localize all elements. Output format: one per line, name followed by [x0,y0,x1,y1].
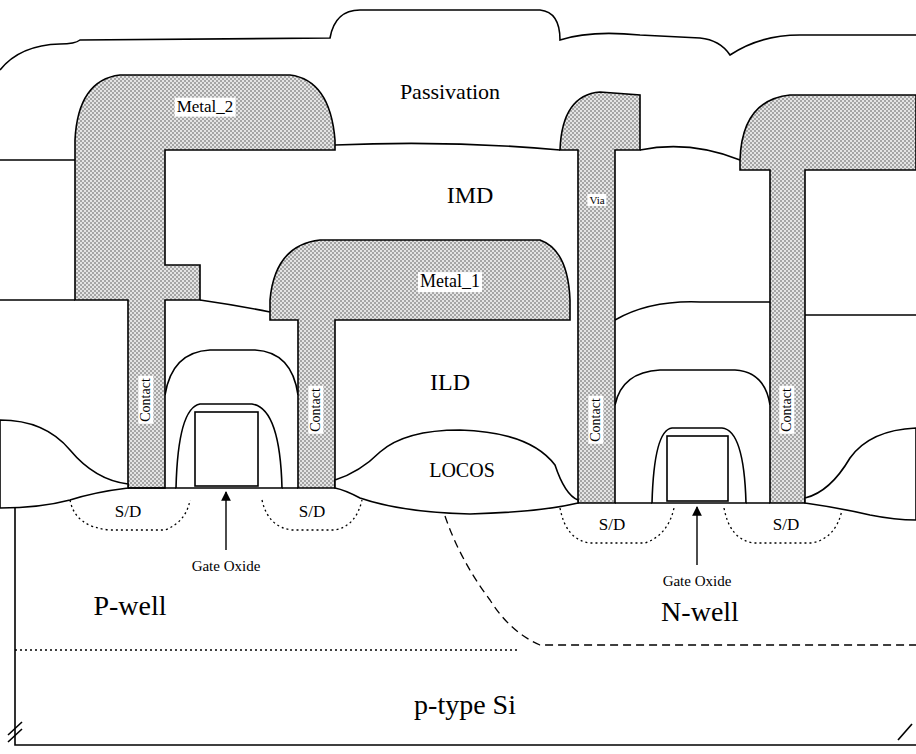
layer-label: Passivation [398,80,502,104]
contact-label: Contact [138,376,153,424]
break-mark [898,724,912,740]
sd-junction [70,500,190,530]
layer-label: Metal_2 [175,98,236,117]
passivation-surface [0,10,916,70]
locos-oxide [0,420,128,508]
well-label: N-well [659,597,741,628]
region-label: S/D [771,516,801,535]
ild-conformal [165,350,298,395]
contact-label: Contact [588,396,603,444]
via-label: Via [587,194,606,206]
well-label: P-well [91,591,168,622]
layer-label: IMD [445,182,496,208]
substrate-label: p-type Si [412,690,518,721]
p-well-boundary [15,649,520,650]
layer-boundary [640,147,740,160]
callout-label: Gate Oxide [661,573,734,590]
gate-spacer [176,404,282,488]
layer-boundary [0,299,75,301]
contact-label: Contact [779,386,794,434]
layer-boundary [615,302,770,320]
break-mark [8,722,22,742]
callout-label: Gate Oxide [190,558,263,575]
silicon-surface [128,488,770,503]
layer-label: ILD [428,369,472,395]
layer-boundary [200,300,270,312]
gate-oxide-arrow [696,507,697,565]
layer-boundary [805,314,916,316]
layer-boundary [0,159,75,161]
region-label: S/D [113,503,143,522]
ild-conformal [615,370,770,405]
contact-label: Contact [308,386,323,434]
sd-junction [560,508,674,543]
gate-spacer [652,428,746,503]
layer-boundary [335,143,560,150]
poly-gate [195,412,258,486]
substrate-frame [15,508,916,745]
locos-oxide [335,430,578,514]
locos-oxide [805,428,916,520]
region-label: S/D [297,503,327,522]
sd-junction [262,500,362,530]
gate-oxide-arrow [225,492,226,550]
sd-junction [724,508,842,543]
layer-label: LOCOS [427,459,497,481]
layer-label: Metal_1 [418,272,482,292]
poly-gate [667,436,728,501]
region-label: S/D [597,516,627,535]
via-contact-column [560,92,640,503]
n-well-boundary [445,516,916,645]
